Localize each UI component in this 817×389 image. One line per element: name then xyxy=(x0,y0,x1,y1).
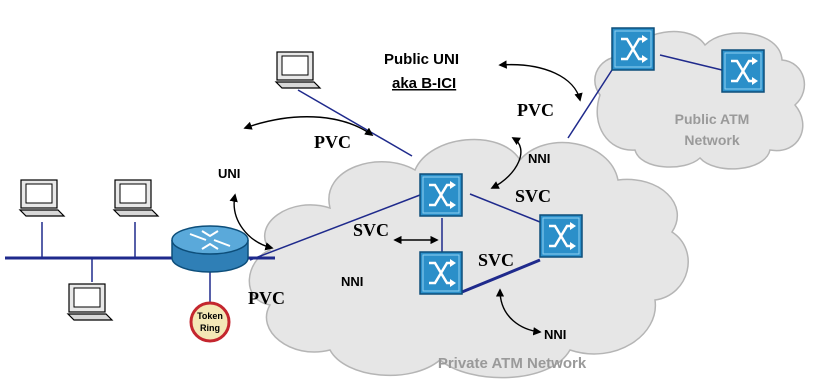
svc-label-right-bottom: SVC xyxy=(478,250,514,270)
nni-label-left: NNI xyxy=(341,274,363,289)
nni-label-top: NNI xyxy=(528,151,550,166)
workstation-icon xyxy=(19,179,65,217)
workstation-icon xyxy=(275,51,321,89)
network-links xyxy=(5,54,723,302)
nni-label-bottom: NNI xyxy=(544,327,566,342)
svc-label-left: SVC xyxy=(353,220,389,240)
b-ici-label: aka B-ICI xyxy=(392,75,456,92)
public-atm-network-label-line2: Network xyxy=(684,132,739,148)
pvc-label-token-ring: PVC xyxy=(248,288,285,308)
pvc-label-workstation: PVC xyxy=(314,132,351,152)
token-ring-label-line2: Ring xyxy=(200,323,220,333)
workstation-icon xyxy=(113,179,159,217)
public-atm-network-label-line1: Public ATM xyxy=(675,111,750,127)
token-ring-icon: Token Ring xyxy=(189,301,231,343)
atm-switch-icon xyxy=(538,213,584,259)
uni-label: UNI xyxy=(218,166,240,181)
atm-switch-icon xyxy=(418,172,464,218)
atm-switch-icon xyxy=(418,250,464,296)
atm-switch-icon xyxy=(610,26,656,72)
private-atm-network-label: Private ATM Network xyxy=(438,355,587,372)
private-atm-cloud xyxy=(248,138,689,379)
public-uni-label: Public UNI xyxy=(384,51,459,68)
connection-arrows xyxy=(229,60,583,336)
workstation-icon xyxy=(67,283,113,321)
router-icon xyxy=(171,225,249,273)
svc-label-right-top: SVC xyxy=(515,186,551,206)
pvc-label-public: PVC xyxy=(517,100,554,120)
atm-switch-icon xyxy=(720,48,766,94)
token-ring-label-line1: Token xyxy=(197,311,223,321)
